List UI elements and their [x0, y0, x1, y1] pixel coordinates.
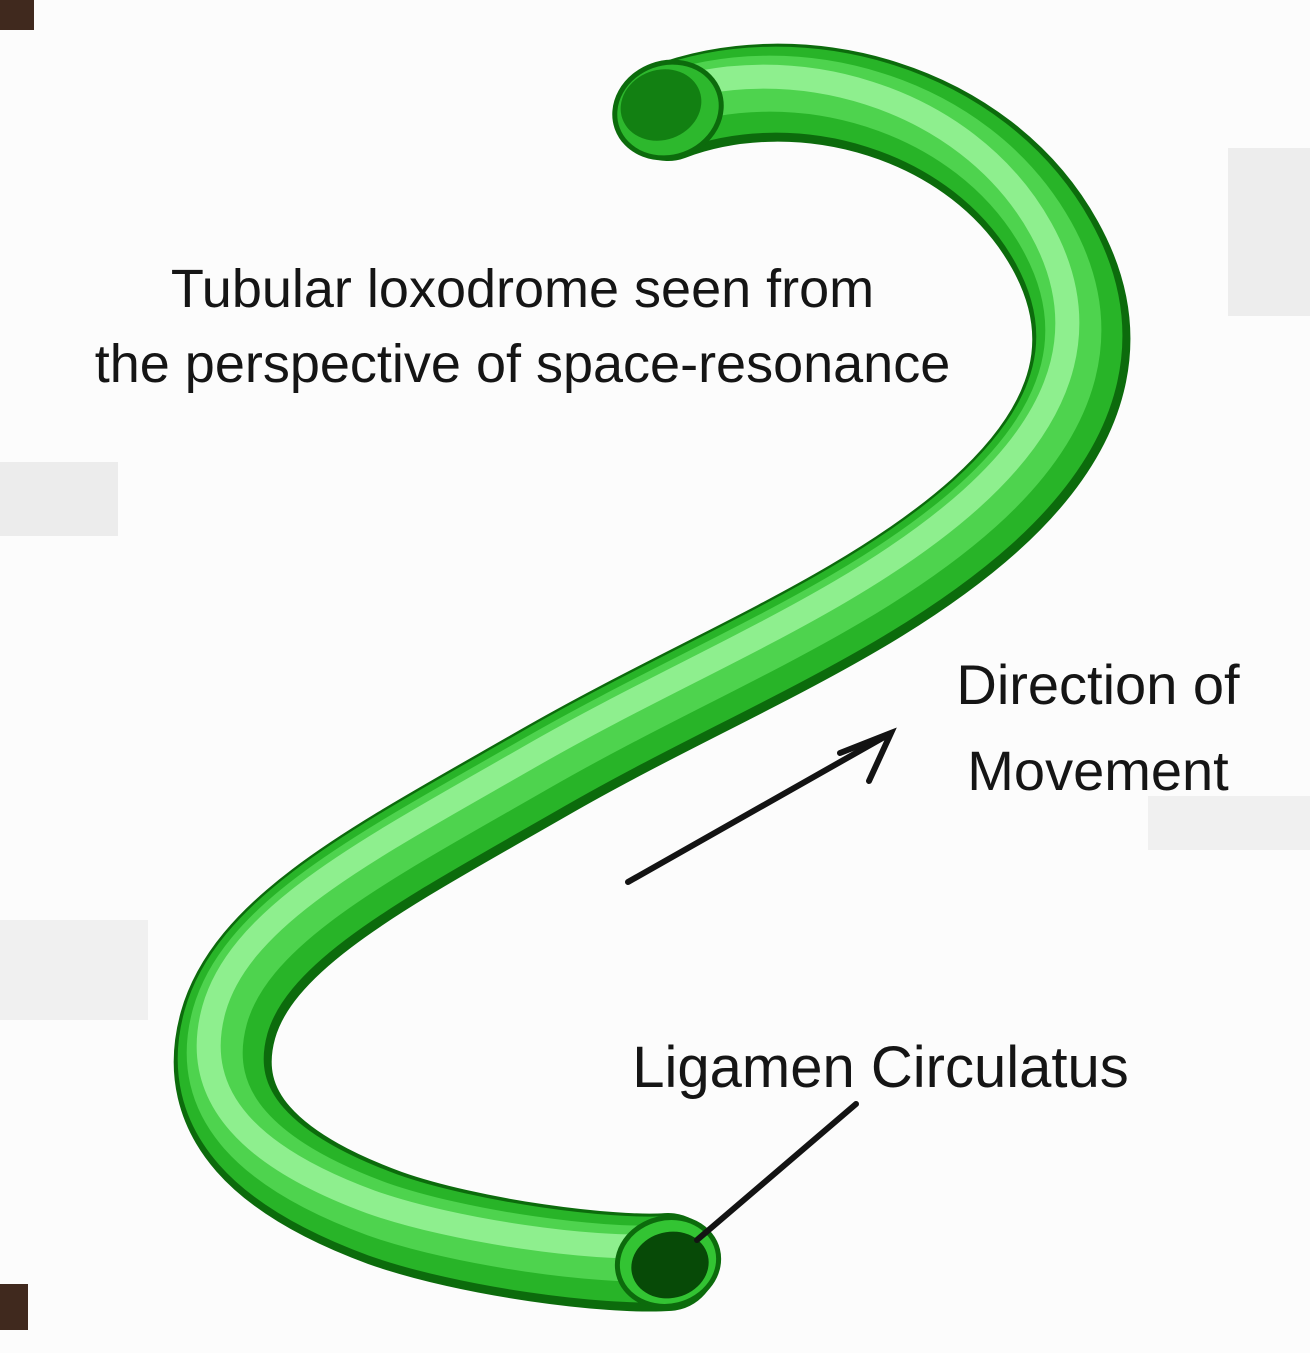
figure-title-line1: Tubular loxodrome seen from — [170, 259, 875, 319]
figure-title-line2: the perspective of space-resonance — [94, 334, 951, 394]
direction-label-line2: Movement — [967, 739, 1229, 802]
ligamen-leader-shaft — [694, 1101, 859, 1243]
tube-top-opening — [612, 59, 724, 161]
direction-of-movement-label: Direction of Movement — [898, 642, 1298, 814]
tube-top-opening-interior — [620, 69, 702, 141]
figure-title: Tubular loxodrome seen from the perspect… — [30, 252, 1015, 402]
tube-bottom-opening-interior — [631, 1231, 709, 1299]
compression-artifact — [0, 1284, 28, 1330]
direction-arrow-head-icon — [837, 727, 897, 784]
direction-label-line1: Direction of — [956, 653, 1240, 716]
tube-loxodrome — [173, 43, 1131, 1312]
compression-artifact — [0, 462, 118, 536]
tube-highlight — [196, 64, 1080, 1259]
compression-artifact — [1228, 148, 1310, 316]
ligamen-label-text: Ligamen Circulatus — [632, 1035, 1129, 1100]
direction-arrow-shaft — [625, 733, 889, 885]
ligamen-pointer-line — [694, 1101, 859, 1243]
ligamen-circulatus-label: Ligamen Circulatus — [578, 1036, 1183, 1100]
tube-bottom-opening — [614, 1215, 722, 1309]
compression-artifact — [0, 920, 148, 1020]
compression-artifact — [1148, 796, 1310, 850]
direction-arrow — [625, 727, 897, 885]
compression-artifact — [0, 0, 34, 30]
